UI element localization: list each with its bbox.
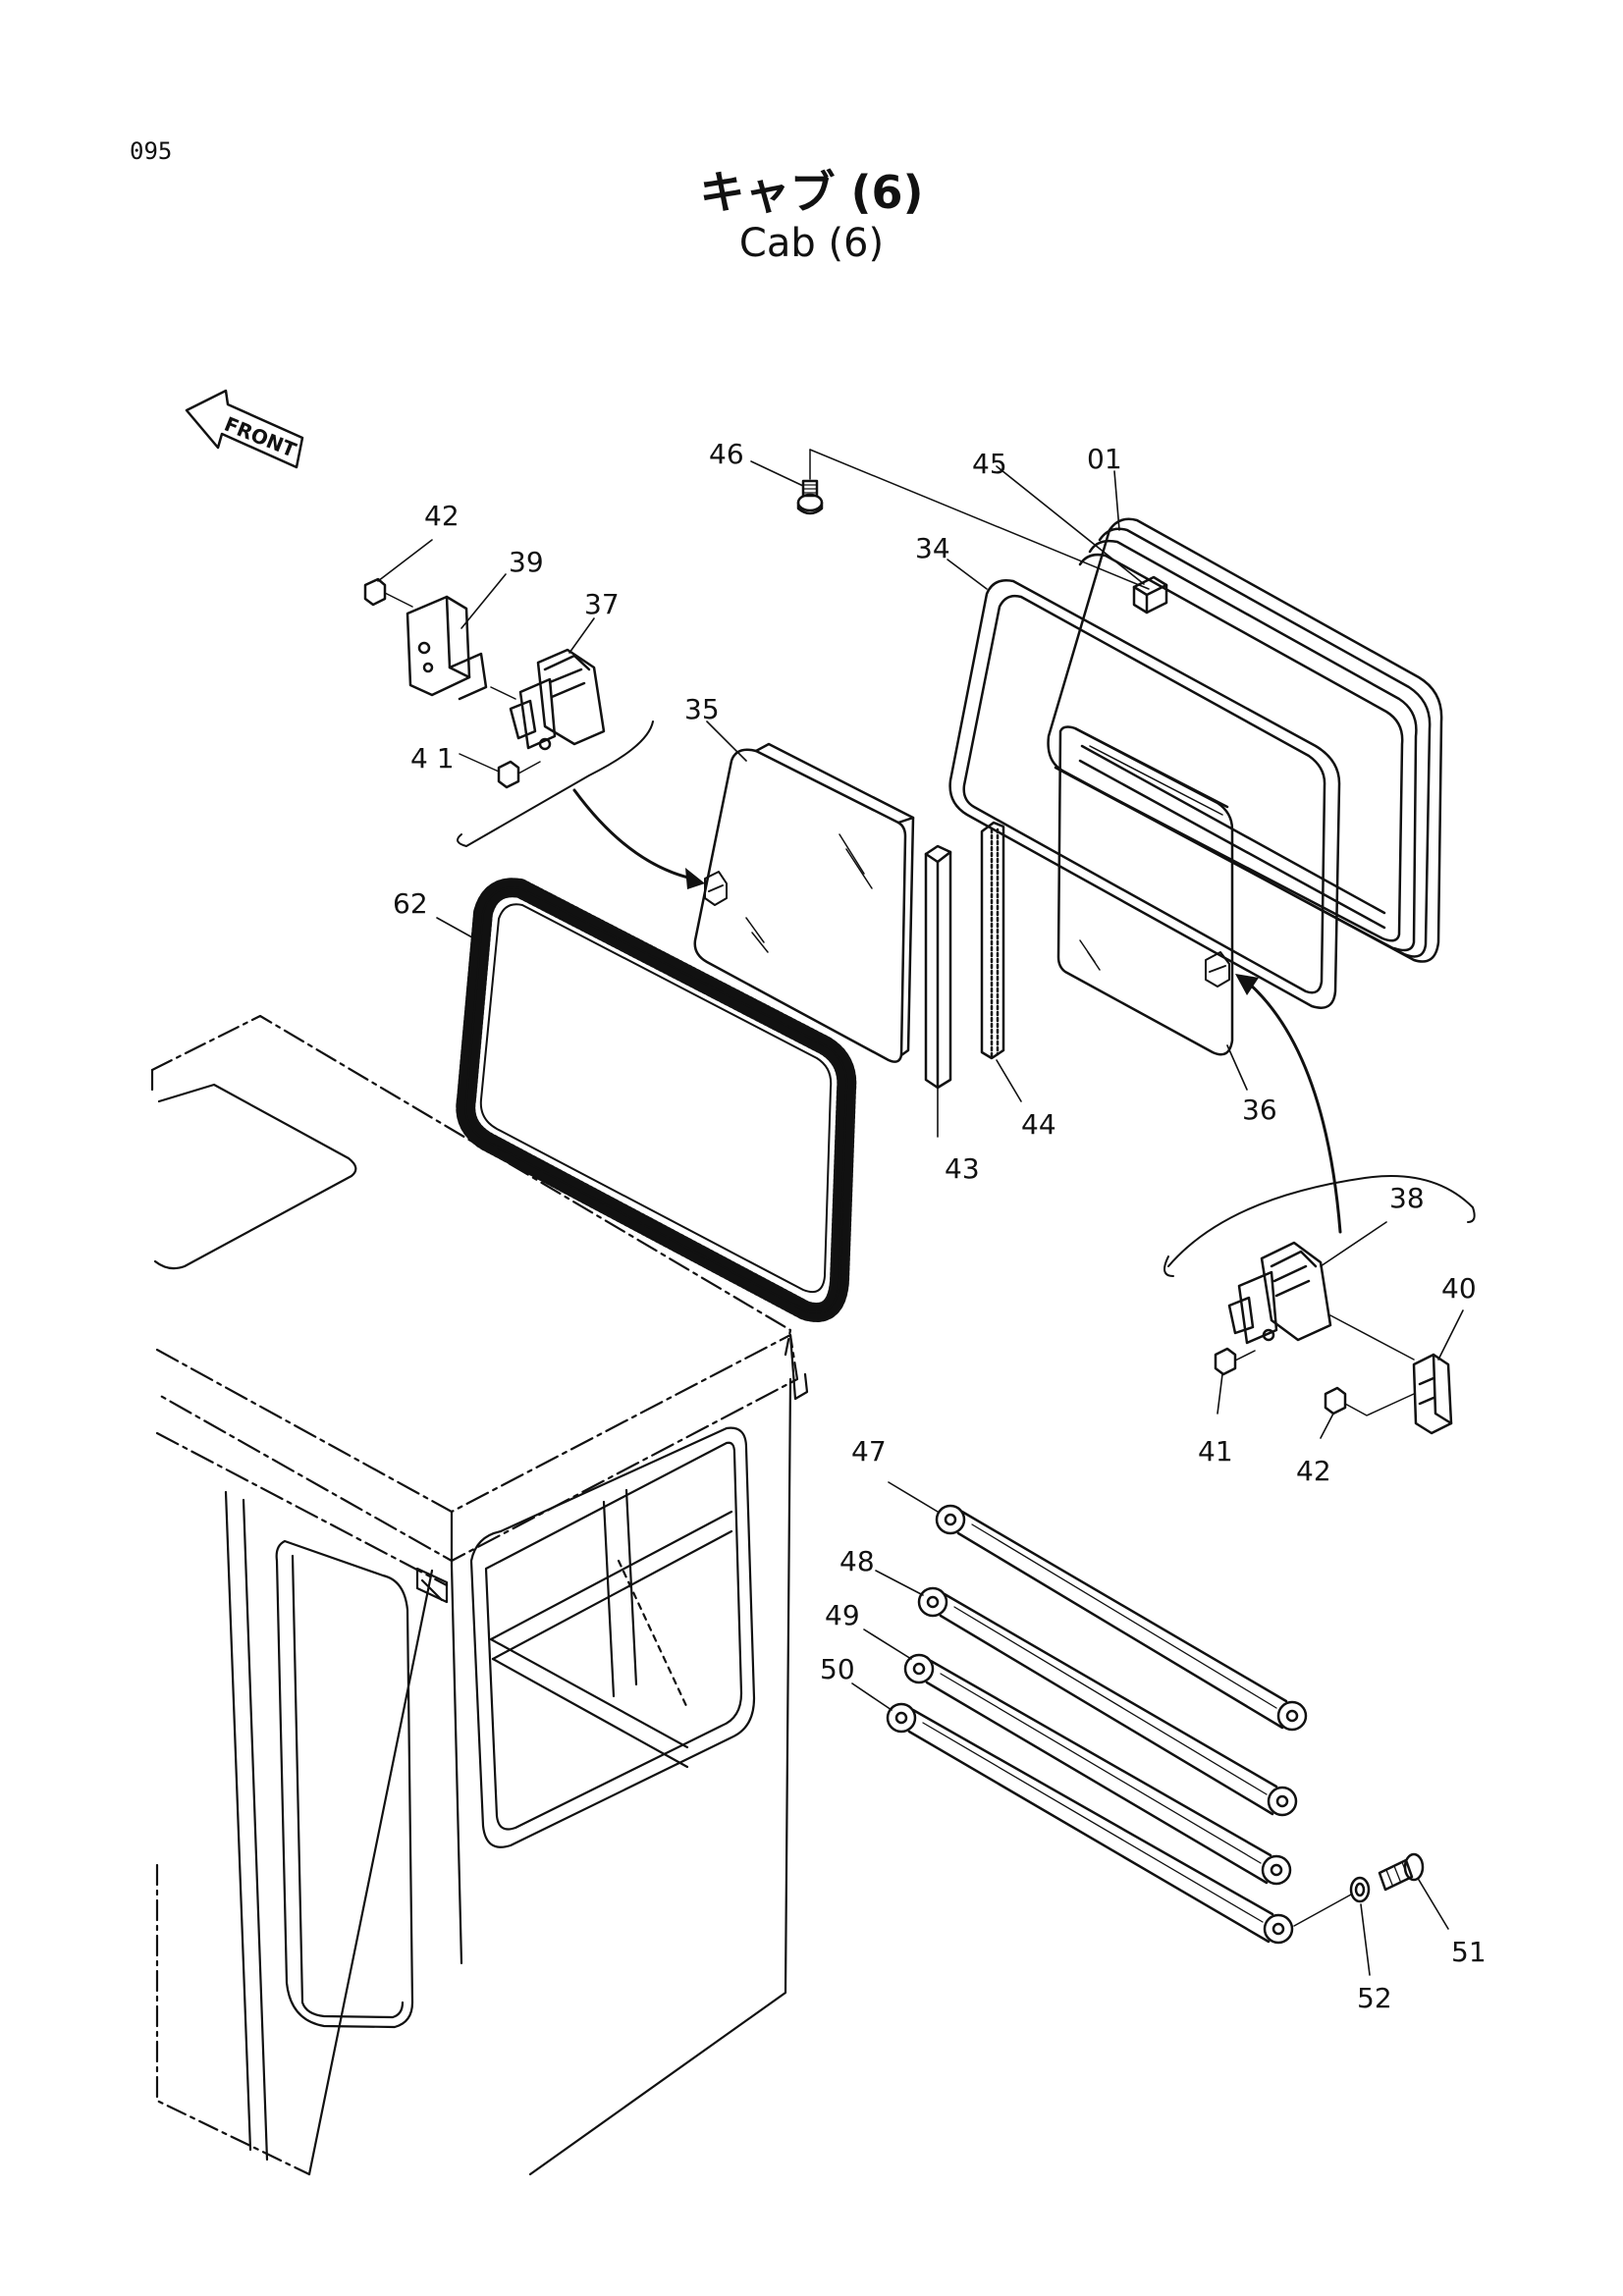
- callout-50: 50: [820, 1653, 855, 1685]
- callout-49: 49: [825, 1599, 860, 1631]
- latch-assembly-upper: [363, 577, 654, 847]
- stay-49: [903, 1653, 1292, 1886]
- callout-37: 37: [584, 588, 620, 620]
- title-english: Cab (6): [738, 221, 885, 266]
- weatherstrip-44: [980, 821, 1005, 1060]
- callout-35: 35: [684, 693, 720, 725]
- rubber-channel-34: [948, 579, 1341, 1009]
- window-frame-01: [1047, 517, 1443, 963]
- cab-body: [150, 1014, 809, 2176]
- sliding-glass-36: [1056, 725, 1234, 1056]
- channel-43: [924, 844, 952, 1090]
- callout-34: 34: [915, 532, 950, 564]
- stay-50: [886, 1702, 1294, 1945]
- callout-46: 46: [709, 438, 744, 470]
- callout-51: 51: [1451, 1936, 1487, 1968]
- washer-52: [1293, 1876, 1371, 1927]
- callout-43: 43: [945, 1152, 980, 1185]
- callout-39: 39: [509, 546, 544, 578]
- callout-62: 62: [393, 887, 428, 920]
- stay-47: [935, 1504, 1308, 1732]
- callout-40: 40: [1441, 1272, 1477, 1305]
- callout-52: 52: [1357, 1982, 1392, 2014]
- callout-48: 48: [839, 1545, 875, 1577]
- leader-lines: [377, 460, 1464, 1976]
- callout-47: 47: [851, 1435, 887, 1468]
- callout-41-upper: 4 1: [410, 742, 455, 774]
- arrow-to-glass-35: [572, 788, 705, 889]
- stay-rods: [886, 1504, 1308, 1945]
- callout-labels: 01 34 35 36 37 38 39 40 4 1 41 42 42 43 …: [393, 438, 1487, 2014]
- callout-42-upper: 42: [424, 500, 460, 532]
- callout-45: 45: [972, 448, 1007, 480]
- callout-01: 01: [1087, 443, 1122, 475]
- leader-46: [809, 449, 1150, 590]
- bolt-51: [1378, 1852, 1425, 1892]
- screw-46: [796, 479, 824, 515]
- callout-38: 38: [1389, 1182, 1425, 1214]
- front-arrow-icon: FRONT: [185, 389, 304, 469]
- clip-45: [1132, 575, 1168, 614]
- title-japanese: キャブ (6): [699, 166, 924, 219]
- callout-36: 36: [1242, 1094, 1277, 1126]
- callout-42-lower: 42: [1296, 1455, 1331, 1487]
- latch-assembly-lower: [1163, 1175, 1476, 1435]
- window-seal-62: [456, 878, 857, 1322]
- stay-48: [917, 1586, 1298, 1817]
- page-number: 095: [130, 137, 173, 165]
- callout-44: 44: [1021, 1108, 1056, 1141]
- callout-41-lower: 41: [1198, 1435, 1233, 1468]
- sliding-glass-35: [693, 742, 915, 1063]
- arrow-to-glass-36: [1235, 974, 1342, 1234]
